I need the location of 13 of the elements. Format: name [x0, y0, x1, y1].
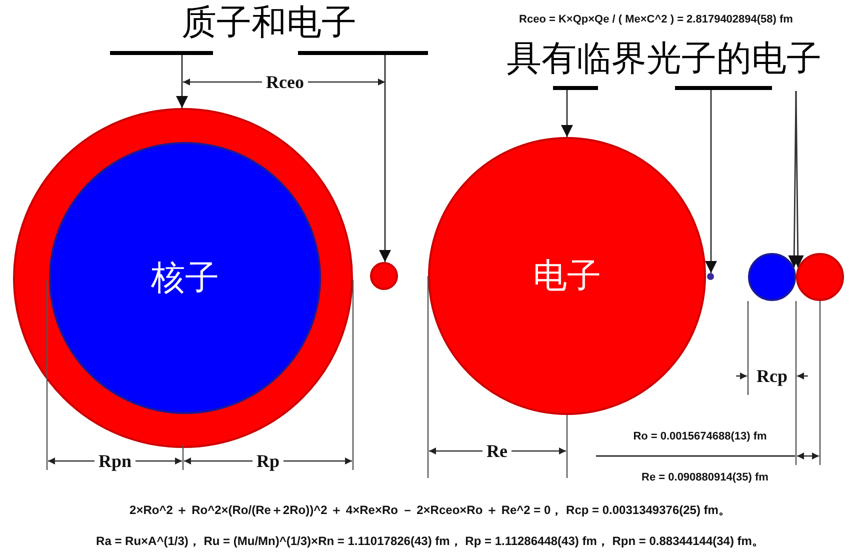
arrow — [176, 55, 188, 108]
dimension-label: Re — [482, 442, 512, 460]
arrow — [792, 91, 804, 268]
title-heading: 质子和电子 — [180, 6, 358, 41]
dimension-label: Rp — [252, 452, 284, 470]
arrow — [561, 90, 573, 137]
circle-label: 电子 — [533, 259, 601, 293]
arrow — [379, 55, 391, 262]
dimension-label: Rceo — [262, 73, 308, 91]
dimension-label: Rpn — [94, 452, 136, 470]
circle-label: 核子 — [151, 261, 219, 295]
arrow — [705, 90, 717, 274]
title-heading: 具有临界光子的电子 — [506, 42, 822, 77]
